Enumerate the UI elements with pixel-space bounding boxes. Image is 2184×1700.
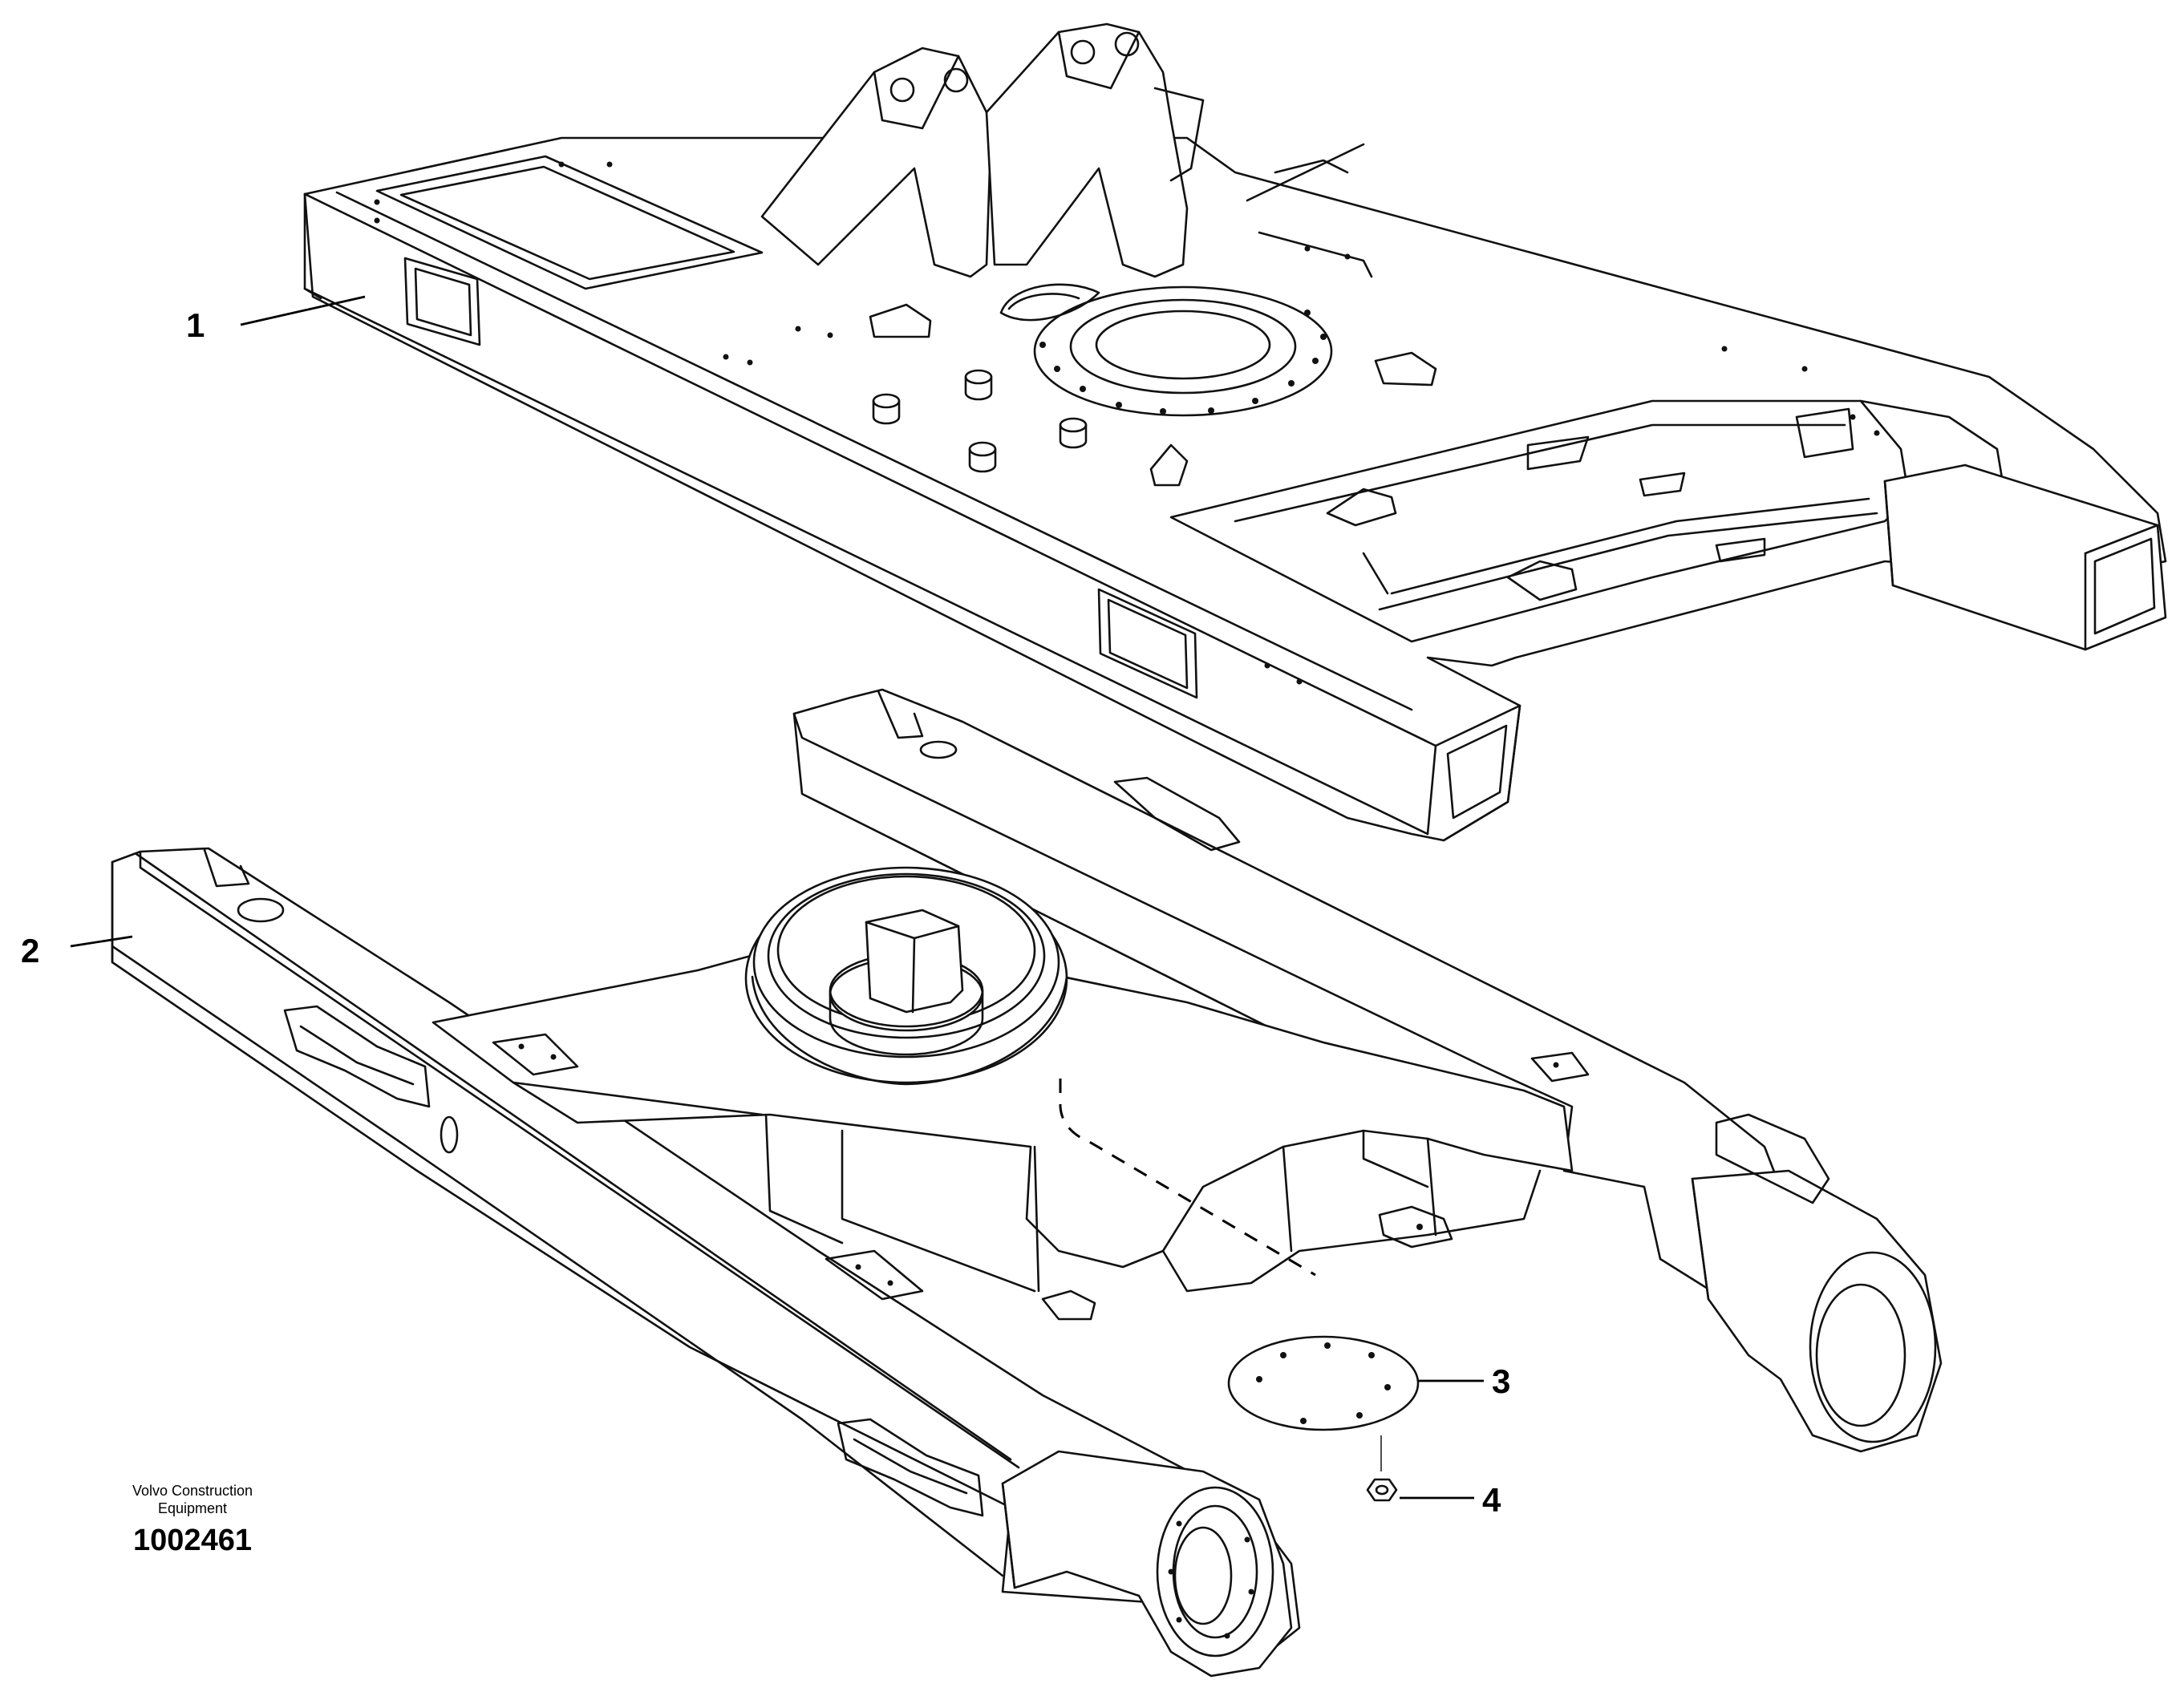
callout-1: 1 [186, 306, 205, 344]
drawing-number: 1002461 [133, 1524, 252, 1557]
assembly-dashed-line [1059, 1079, 1316, 1277]
undercarriage-part-2 [111, 688, 1943, 1678]
credit-company-line-2: Equipment [157, 1500, 228, 1516]
credit-company-line-1: Volvo Construction [132, 1483, 253, 1499]
callout-3: 3 [1492, 1362, 1511, 1400]
upper-frame-part-1 [303, 22, 2167, 842]
callout-2: 2 [21, 932, 40, 969]
leader-line-2 [70, 935, 133, 948]
credit-block: Volvo Construction Equipment 1002461 [88, 1482, 297, 1558]
leader-line-1 [240, 295, 366, 326]
nut-part-4 [1366, 1435, 1398, 1502]
callout-4: 4 [1482, 1481, 1501, 1519]
cover-plate-part-3 [1227, 1335, 1420, 1431]
